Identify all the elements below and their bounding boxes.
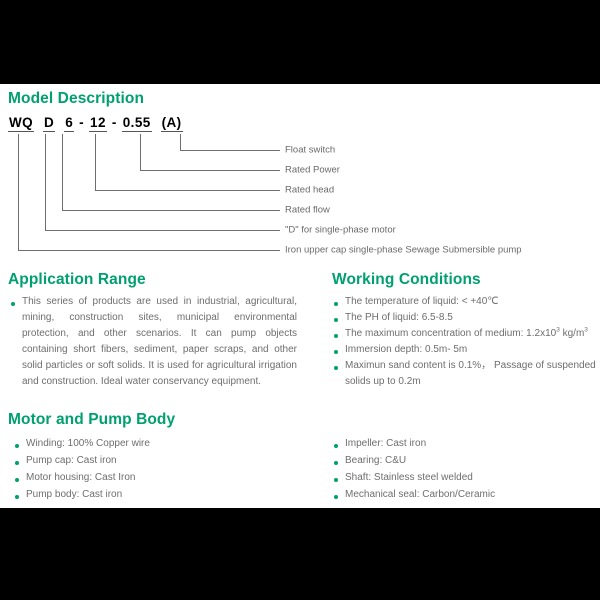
bullet-icon [15, 444, 19, 448]
leader-label-rated-head: Rated head [285, 184, 335, 196]
leader-label-rated-power: Rated Power [285, 164, 340, 176]
motor-item-pump-body: Pump body: Cast iron [26, 489, 123, 500]
model-code-token-wq: WQ [8, 115, 35, 132]
leader-vline-iron-cap [18, 134, 19, 250]
concentration-unit-exponent: 3 [584, 326, 588, 334]
leader-hline-float [180, 150, 280, 151]
leader-vline-rated-head [95, 134, 96, 190]
bullet-icon [334, 302, 338, 306]
bullet-icon [334, 478, 338, 482]
concentration-prefix: The maximum concentration of medium: 1.2… [345, 328, 557, 339]
leader-vline-rated-flow [62, 134, 63, 210]
section-heading-working-conditions: Working Conditions [332, 271, 481, 288]
leader-hline-iron-cap [18, 250, 280, 251]
motor-item-motor-housing: Motor housing: Cast Iron [26, 472, 136, 483]
bullet-icon [334, 334, 338, 338]
leader-hline-rated-head [95, 190, 280, 191]
model-code-token-d: D [43, 115, 56, 132]
leader-label-iron-upper-cap: Iron upper cap single-phase Sewage Subme… [285, 244, 522, 256]
working-condition-item-temperature: The temperature of liquid: < +40℃ [345, 296, 499, 307]
concentration-unit: kg/m [559, 328, 585, 339]
working-condition-item-concentration: The maximum concentration of medium: 1.2… [345, 326, 588, 342]
bullet-icon [334, 350, 338, 354]
bullet-icon [334, 444, 338, 448]
leader-label-d-single-phase-motor: "D" for single-phase motor [285, 224, 396, 236]
motor-item-impeller: Impeller: Cast iron [345, 438, 427, 449]
section-heading-model-description: Model Description [8, 90, 145, 107]
leader-hline-d-motor [45, 230, 280, 231]
motor-item-mechanical-seal: Mechanical seal: Carbon/Ceramic [345, 489, 496, 500]
model-code-token-flow: 6 [64, 115, 75, 132]
leader-label-rated-flow: Rated flow [285, 204, 330, 216]
model-code-token-power: 0.55 [121, 115, 152, 132]
bullet-icon [334, 495, 338, 499]
leader-hline-rated-flow [62, 210, 280, 211]
concentration-exponent: 3 [556, 326, 560, 334]
model-code-separator-2: - [111, 115, 117, 130]
working-condition-item-sand-line1: Maximun sand content is 0.1%， Passage of… [345, 360, 596, 371]
leader-vline-d-motor [45, 134, 46, 230]
application-range-paragraph: This series of products are used in indu… [22, 296, 297, 387]
leader-hline-rated-power [140, 170, 280, 171]
leader-vline-rated-power [140, 134, 141, 170]
model-code-token-head: 12 [89, 115, 107, 132]
bullet-icon [11, 302, 15, 306]
model-code-token-float: (A) [160, 115, 183, 132]
bullet-icon [15, 495, 19, 499]
working-condition-item-ph: The PH of liquid: 6.5-8.5 [345, 312, 453, 323]
leader-vline-float [180, 134, 181, 150]
motor-item-bearing: Bearing: C&U [345, 455, 407, 466]
bullet-icon [334, 318, 338, 322]
motor-item-pump-cap: Pump cap: Cast iron [26, 455, 117, 466]
bullet-icon [15, 461, 19, 465]
bullet-icon [334, 461, 338, 465]
bullet-icon [15, 478, 19, 482]
section-heading-motor-and-pump-body: Motor and Pump Body [8, 411, 176, 428]
model-code-separator-1: - [79, 115, 85, 130]
leader-label-float-switch: Float switch [285, 144, 336, 156]
motor-item-shaft: Shaft: Stainless steel welded [345, 472, 473, 483]
working-condition-item-sand-line2: solids up to 0.2m [345, 376, 421, 387]
working-condition-item-immersion-depth: Immersion depth: 0.5m- 5m [345, 344, 468, 355]
section-heading-application-range: Application Range [8, 271, 146, 288]
bullet-icon [334, 366, 338, 370]
motor-item-winding: Winding: 100% Copper wire [26, 438, 150, 449]
